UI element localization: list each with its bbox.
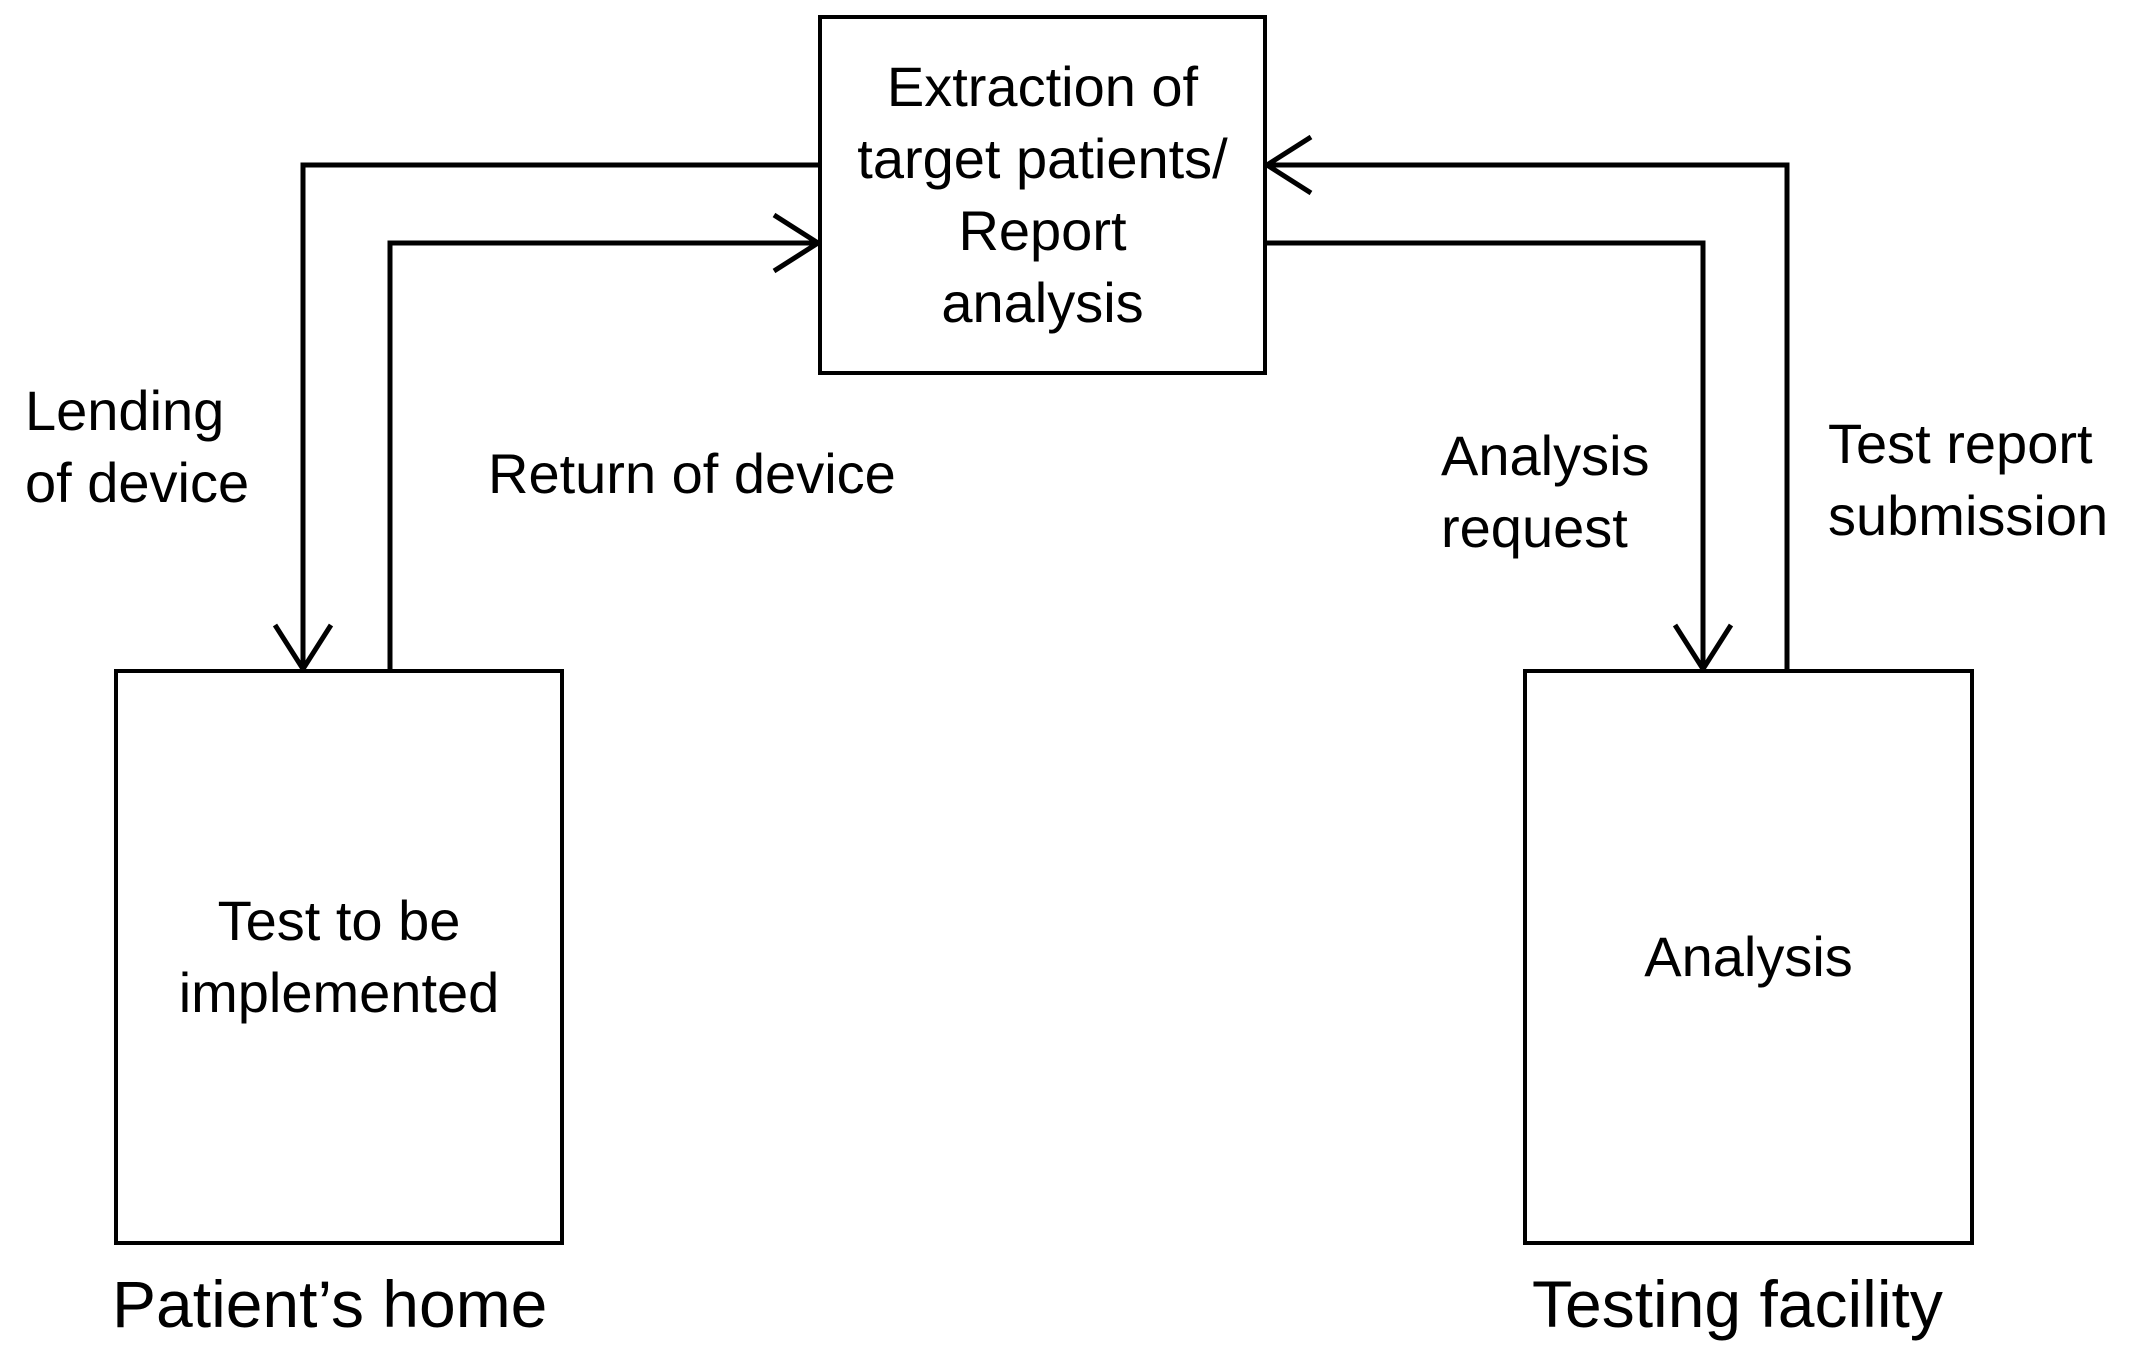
test-implementation-box: Test to be implemented <box>114 669 564 1245</box>
request-arrow-line <box>1267 240 1706 669</box>
report-arrowhead <box>1262 134 1313 196</box>
testing-facility-caption: Testing facility <box>1532 1267 1943 1341</box>
analysis-box: Analysis <box>1523 669 1974 1245</box>
return-of-device-label: Return of device <box>488 442 896 505</box>
return-arrow-line <box>387 240 818 669</box>
test-box-text: Test to be implemented <box>178 889 500 1024</box>
report-arrow-line <box>1267 162 1790 669</box>
test-report-submission-label: Test report submission <box>1828 412 2109 547</box>
extraction-box-text: Extraction of target patients/ Report an… <box>857 55 1228 334</box>
analysis-box-text: Analysis <box>1644 925 1853 988</box>
extraction-report-analysis-box: Extraction of target patients/ Report an… <box>818 15 1267 375</box>
analysis-request-label: Analysis request <box>1441 424 1650 559</box>
lending-arrow-line <box>300 162 818 669</box>
lending-of-device-label: Lending of device <box>25 379 250 514</box>
patients-home-caption: Patient’s home <box>112 1267 548 1341</box>
